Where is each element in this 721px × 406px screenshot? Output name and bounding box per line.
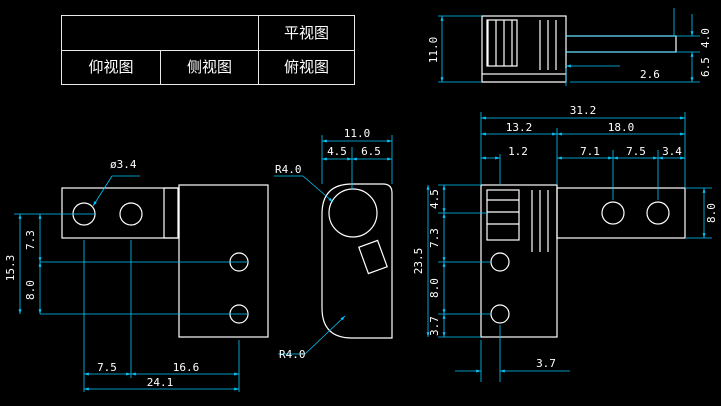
right-body-outline	[480, 184, 558, 338]
dim-label: 11.0	[427, 37, 440, 64]
tr-fins	[539, 20, 557, 70]
tr-pin	[566, 35, 677, 53]
tr-base	[481, 74, 567, 83]
dim-label: 6.5	[361, 145, 381, 158]
right-hole	[490, 252, 510, 272]
dim-label: 2.6	[640, 68, 660, 81]
right-nut-lines	[487, 199, 519, 225]
tr-nut-lines	[487, 20, 513, 66]
dim-label: 3.4	[662, 145, 682, 158]
right-nut	[486, 189, 520, 241]
right-hole	[601, 201, 625, 225]
dim-label: 18.0	[608, 121, 635, 134]
table-cell-top-view: 平视图	[283, 24, 329, 42]
dim-radius: R4.0	[275, 163, 302, 176]
middle-view-dims	[274, 135, 393, 355]
dim-label: 4.0	[699, 28, 712, 48]
tr-body	[481, 15, 567, 75]
dim-label: 13.2	[506, 121, 533, 134]
dim-label: 31.2	[570, 104, 597, 117]
dim-label: 3.7	[536, 357, 556, 370]
table-cell-side-view: 侧视图	[186, 58, 232, 76]
middle-nut	[328, 188, 378, 238]
table-cell-plan-view: 俯视图	[283, 58, 329, 76]
dim-label: 7.5	[626, 145, 646, 158]
tr-nut	[486, 19, 518, 67]
dim-label: 4.5	[327, 145, 347, 158]
top-right-dims	[438, 8, 700, 86]
middle-body-outline	[321, 183, 393, 339]
dim-label: 23.5	[412, 248, 425, 275]
left-view-dims	[14, 175, 248, 392]
right-view-dims	[426, 112, 712, 382]
right-hole	[646, 201, 670, 225]
view-table: 平视图 仰视图 侧视图 俯视图	[61, 15, 355, 85]
left-tab-step	[163, 187, 179, 239]
right-hole	[490, 304, 510, 324]
right-fins	[531, 190, 549, 252]
table-vline	[160, 50, 161, 84]
dim-label: 7.1	[580, 145, 600, 158]
dim-hole-diameter: ø3.4	[110, 158, 137, 171]
table-hline	[62, 50, 354, 51]
table-vline	[258, 16, 259, 84]
dim-label: 8.0	[24, 280, 37, 300]
dim-label: 8.0	[428, 278, 441, 298]
dim-label: 7.5	[97, 361, 117, 374]
dim-label: 4.5	[428, 189, 441, 209]
dim-label: 3.7	[428, 316, 441, 336]
right-view	[480, 184, 686, 338]
dim-label: 11.0	[344, 127, 371, 140]
dim-label: 7.3	[428, 228, 441, 248]
left-body-outline	[178, 184, 269, 338]
dim-label: 7.3	[24, 230, 37, 250]
dim-label: 1.2	[508, 145, 528, 158]
dim-label: 6.5	[699, 57, 712, 77]
middle-view	[321, 183, 393, 339]
dim-label: 16.6	[173, 361, 200, 374]
left-hole	[119, 202, 143, 226]
right-tab-outline	[556, 187, 686, 239]
dim-label: 24.1	[147, 376, 174, 389]
dim-radius: R4.0	[279, 348, 306, 361]
dim-label: 8.0	[705, 203, 718, 223]
middle-tab	[358, 239, 388, 275]
table-cell-bottom-view: 仰视图	[88, 58, 134, 76]
dim-label: 15.3	[4, 255, 17, 282]
